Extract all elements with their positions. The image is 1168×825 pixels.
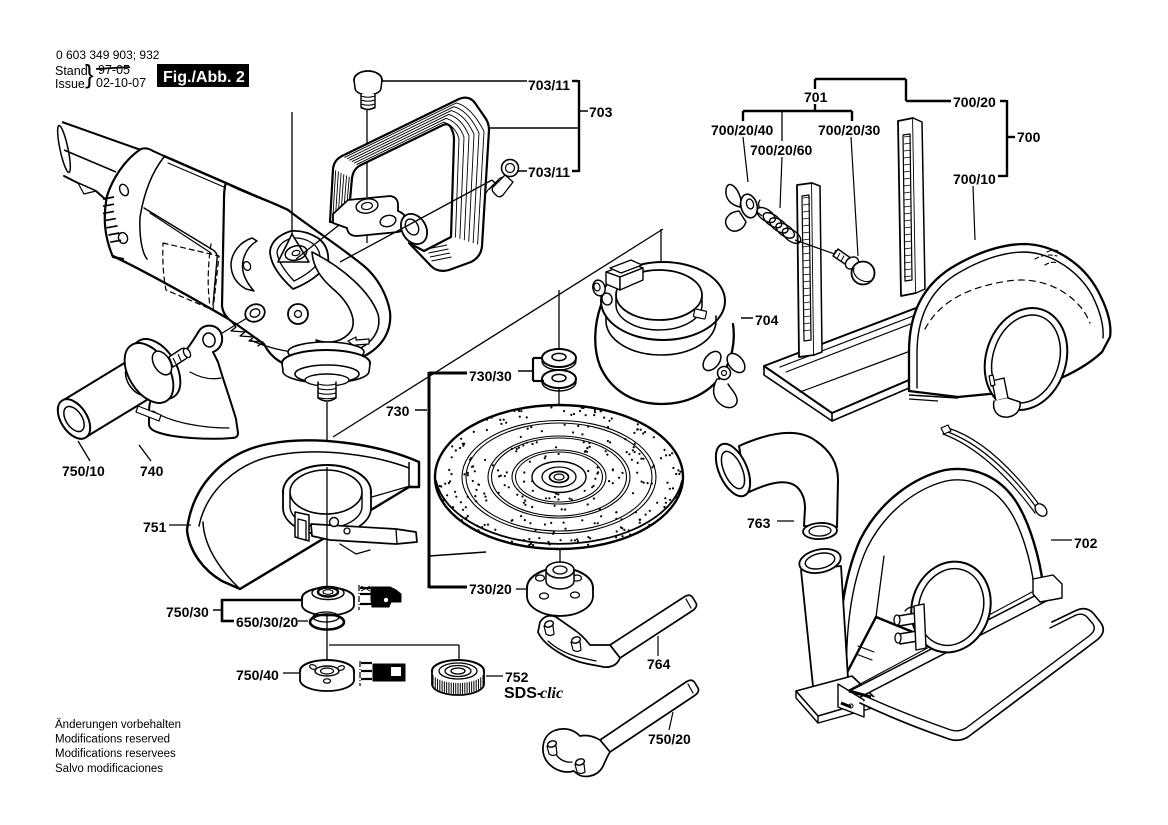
svg-text:Modifications reservees: Modifications reservees — [55, 748, 176, 760]
svg-text:730/30: 730/30 — [469, 368, 512, 384]
svg-text:700/20/30: 700/20/30 — [818, 122, 880, 138]
svg-text:764: 764 — [647, 656, 671, 672]
svg-text:703: 703 — [589, 104, 613, 120]
svg-text:730: 730 — [386, 403, 410, 419]
svg-text:730/20: 730/20 — [469, 581, 512, 597]
svg-text:701: 701 — [804, 89, 828, 105]
svg-text:650/30/20: 650/30/20 — [236, 614, 298, 630]
svg-text:SDS-: SDS- — [504, 685, 542, 702]
svg-text:752: 752 — [505, 669, 529, 685]
svg-text:Stand: Stand — [55, 64, 88, 78]
svg-text:97-05: 97-05 — [98, 63, 130, 77]
svg-text:0 603 349 903; 932: 0 603 349 903; 932 — [56, 48, 160, 62]
svg-text:703/11: 703/11 — [528, 77, 570, 93]
svg-text:750/40: 750/40 — [236, 667, 279, 683]
svg-text:02-10-07: 02-10-07 — [96, 76, 146, 90]
svg-text:704: 704 — [755, 312, 779, 328]
svg-text:740: 740 — [140, 463, 164, 479]
svg-text:763: 763 — [747, 515, 771, 531]
svg-text:700/20/40: 700/20/40 — [711, 122, 773, 138]
svg-text:700/10: 700/10 — [953, 171, 996, 187]
svg-text:702: 702 — [1074, 535, 1098, 551]
svg-text:Salvo modificaciones: Salvo modificaciones — [55, 763, 163, 775]
svg-text:700: 700 — [1017, 129, 1041, 145]
svg-text:Fig./Abb. 2: Fig./Abb. 2 — [163, 69, 245, 86]
svg-text:700/20: 700/20 — [953, 94, 996, 110]
svg-text:700/20/60: 700/20/60 — [750, 142, 812, 158]
svg-text:703/11: 703/11 — [528, 164, 570, 180]
svg-text:Issue: Issue — [55, 77, 85, 91]
svg-text:Änderungen vorbehalten: Änderungen vorbehalten — [55, 719, 181, 731]
svg-text:750/10: 750/10 — [62, 463, 105, 479]
svg-text:}: } — [85, 59, 94, 89]
svg-text:751: 751 — [143, 519, 167, 535]
svg-text:Modifications reserved: Modifications reserved — [55, 734, 170, 746]
svg-text:clic: clic — [540, 685, 563, 702]
svg-text:750/30: 750/30 — [166, 604, 209, 620]
svg-text:750/20: 750/20 — [648, 731, 691, 747]
